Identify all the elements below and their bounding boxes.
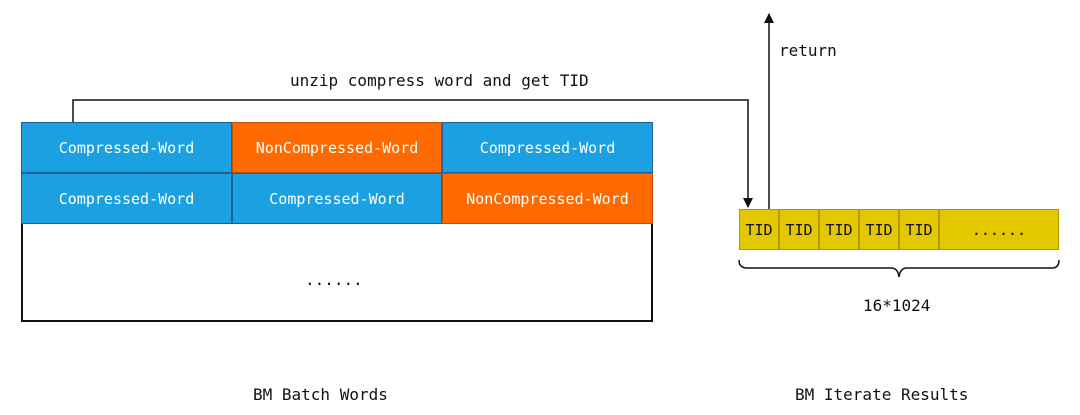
unzip-label: unzip compress word and get TID — [290, 71, 589, 90]
tid-cell: TID — [739, 209, 779, 250]
tid-size-label: 16*1024 — [863, 296, 931, 315]
tid-cell: TID — [899, 209, 939, 250]
noncompressed-word-cell: NonCompressed-Word — [442, 173, 653, 224]
tid-cell: TID — [779, 209, 819, 250]
compressed-word-cell: Compressed-Word — [232, 173, 442, 224]
return-label: return — [779, 41, 837, 60]
compressed-word-cell: Compressed-Word — [21, 122, 232, 173]
tid-ellipsis-cell: ...... — [939, 209, 1059, 250]
unzip-arrow — [72, 99, 753, 208]
batch-title: BM Batch Words — [253, 385, 388, 404]
size-brace — [738, 259, 1060, 278]
tid-cell: TID — [819, 209, 859, 250]
compressed-word-cell: Compressed-Word — [442, 122, 653, 173]
noncompressed-word-cell: NonCompressed-Word — [232, 122, 442, 173]
results-title: BM Iterate Results — [795, 385, 969, 404]
batch-ellipsis: ...... — [305, 270, 363, 289]
tid-cell: TID — [859, 209, 899, 250]
compressed-word-cell: Compressed-Word — [21, 173, 232, 224]
